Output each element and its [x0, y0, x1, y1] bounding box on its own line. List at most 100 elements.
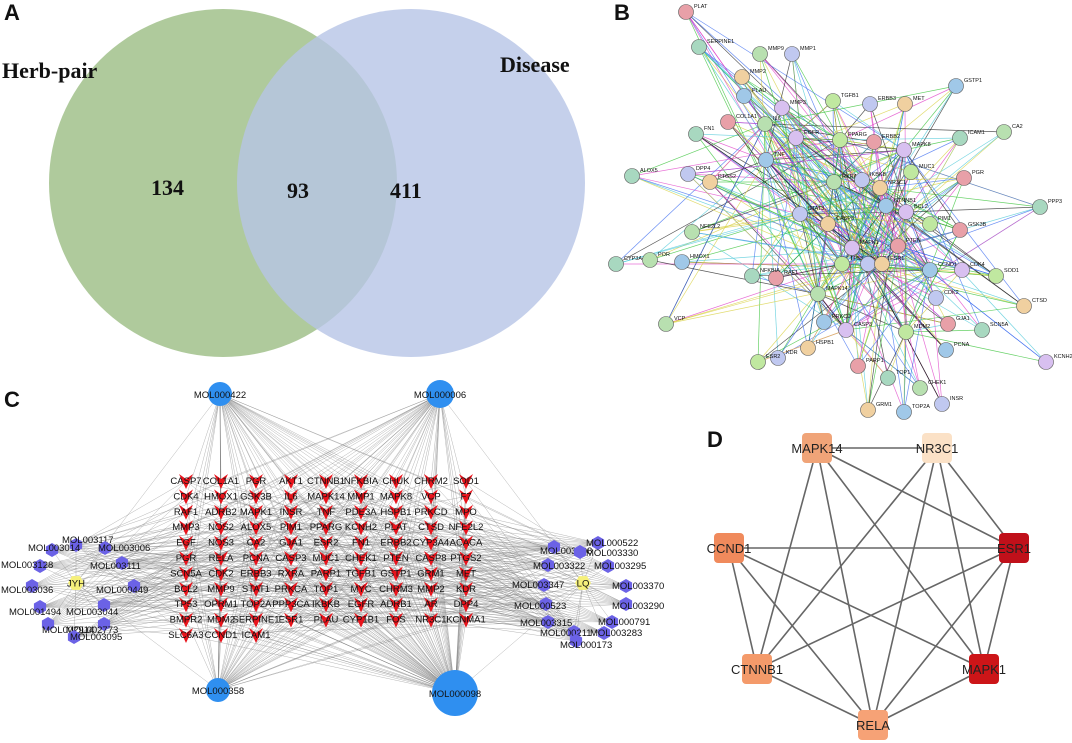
compound-node-mol003315 — [541, 615, 555, 629]
network-edge-mol000006-chrm3-69 — [395, 393, 441, 589]
network-edge-r5-t56 — [255, 573, 545, 586]
ppi-edge-stat3-nfkbia — [751, 213, 801, 277]
ppi-edge-egfr-fn1 — [695, 133, 797, 139]
ppi-node-ctnnb1 — [878, 198, 894, 214]
target-label-adrb1-78: ADRB1 — [380, 599, 412, 610]
network-edge-l4-t17 — [121, 496, 467, 564]
compound-node-mol003006 — [98, 541, 112, 555]
network-edge-mol000358-fos-87 — [217, 619, 397, 691]
network-edge-l11-t76 — [73, 603, 327, 638]
network-edge-mol000358-serpine1-83 — [217, 619, 257, 691]
ppi-node-bcl2 — [898, 204, 914, 220]
ppi-edge-ccnd1-serpine1 — [698, 46, 931, 271]
target-label-prkca-66: PRKCA — [275, 584, 308, 595]
target-label-pparg-31: PPARG — [310, 522, 343, 533]
network-edge-mol000098-plat-33 — [395, 527, 456, 694]
compound-label-mol003295: MOL003295 — [594, 561, 646, 572]
target-label-ikbkb-76: IKBKB — [312, 599, 340, 610]
network-edge-jyh-c7 — [39, 582, 77, 608]
compound-label-mol002773: MOL002773 — [66, 625, 118, 636]
network-edge-r11-t17 — [465, 496, 575, 633]
target-node-ikbkb-76 — [319, 597, 333, 613]
network-edge-r13-t7 — [430, 480, 577, 642]
network-edge-l11-t4 — [73, 480, 327, 638]
ppi-node-cyp3a4 — [608, 256, 624, 272]
ppi-node-gja1 — [940, 316, 956, 332]
network-edge-r10-t40 — [325, 542, 613, 623]
network-edge-r3-t12 — [290, 496, 549, 566]
target-node-mapk1-20 — [249, 504, 263, 520]
target-label-chrm3-69: CHRM3 — [379, 584, 413, 595]
ppi-edge-tnf-vcp — [665, 159, 767, 325]
target-label-casp3-48: CASP3 — [275, 553, 306, 564]
network-edge-r13-t61 — [430, 573, 577, 642]
ppi-node-label-nfkbia: NFKBIA — [760, 268, 780, 274]
target-node-adrb2-19 — [214, 504, 228, 520]
compound-label-mol003330: MOL003330 — [586, 548, 638, 559]
target-label-erbb2-42: ERBB2 — [380, 538, 411, 549]
compound-label-mol002914: MOL002914 — [42, 625, 94, 636]
compound-label-mol003128: MOL003128 — [1, 560, 53, 571]
target-node-kcnh2-32 — [354, 520, 368, 536]
target-label-bcl2-63: BCL2 — [174, 584, 198, 595]
ppi-edge-col1a1-nr3c1 — [727, 121, 881, 189]
ppi-node-top1 — [880, 370, 896, 386]
hub-node-label-esr1: ESR1 — [997, 541, 1031, 556]
ppi-edge-il6-vcp — [665, 123, 766, 325]
network-edge-r1-t31 — [325, 526, 599, 544]
ppi-node-vcp — [658, 316, 674, 332]
ppi-node-pcna — [938, 342, 954, 358]
target-node-grm1-61 — [424, 566, 438, 582]
ppi-node-label-icam1: ICAM1 — [968, 130, 985, 136]
ppi-node-label-fn1: FN1 — [704, 126, 714, 132]
network-edge-mol000358-akt1-3 — [217, 480, 292, 691]
ppi-edge-pparg-alox5 — [631, 139, 841, 177]
target-node-gsk3b-11 — [249, 489, 263, 505]
target-node-hspb1-24 — [389, 504, 403, 520]
target-node-col1a1-1 — [214, 474, 228, 489]
ppi-edge-mmp1-pparg — [791, 53, 841, 141]
ppi-node-nfe2l2 — [684, 224, 700, 240]
target-label-kcnma1-89: KCNMA1 — [446, 615, 486, 626]
ppi-edge-pgr-akt1 — [867, 177, 965, 265]
ppi-edge-casp3-dpp4 — [687, 173, 847, 331]
hub-edge-ctnnb1-rela — [756, 668, 874, 726]
compound-node-mol003111 — [115, 556, 129, 570]
network-edge-r3-t21 — [290, 511, 549, 566]
ppi-node-tp53 — [834, 256, 850, 272]
ppi-node-serpine1 — [691, 39, 707, 55]
ppi-edge-tp53-grm1 — [841, 263, 869, 411]
network-edge-r12-t30 — [290, 526, 605, 634]
network-edge-r7-t10 — [220, 496, 547, 605]
network-edge-l3-t69 — [39, 565, 397, 590]
ppi-node-label-mapk8: MAPK8 — [912, 142, 931, 148]
ppi-edge-mapk14-ptgs2 — [709, 181, 819, 295]
hub-edge-nr3c1-esr1 — [936, 447, 1015, 549]
network-edge-r6-t6 — [395, 480, 627, 587]
ppi-edge-cyp3a4-il6 — [615, 123, 766, 265]
target-node-casp8-52 — [424, 551, 438, 566]
hub-network-edges — [728, 447, 1015, 726]
compound-node-mol003014 — [45, 543, 59, 557]
network-edge-l4-t44 — [121, 542, 467, 564]
compound-node-mol003330 — [573, 545, 587, 559]
ppi-edge-tp53-kdr — [777, 263, 843, 359]
network-edge-mol000098-lq — [454, 582, 584, 694]
target-label-chrm2-7: CHRM2 — [414, 476, 448, 487]
ppi-node-label-casp3: CASP3 — [854, 322, 872, 328]
ppi-node-label-casp8: CASP8 — [836, 216, 854, 222]
herb-label-lq: LQ — [577, 579, 590, 590]
network-edge-l11-t67 — [73, 588, 327, 638]
ppi-edge-tp53-alox5 — [631, 175, 843, 265]
compound-label-mol003006: MOL003006 — [98, 543, 150, 554]
hub-edge-esr1-ctnnb1 — [756, 547, 1015, 670]
target-label-esr2-40: ESR2 — [314, 538, 339, 549]
network-edge-l0-t0 — [75, 480, 187, 546]
venn-label-disease: Disease — [500, 52, 570, 77]
ppi-node-erbb2 — [866, 134, 882, 150]
hub-node-mapk14 — [802, 433, 832, 463]
network-edge-mol000098-esr1-84 — [290, 619, 456, 694]
network-edge-mol000006-pten-51 — [395, 393, 441, 559]
panel-letter-a: A — [4, 0, 20, 25]
